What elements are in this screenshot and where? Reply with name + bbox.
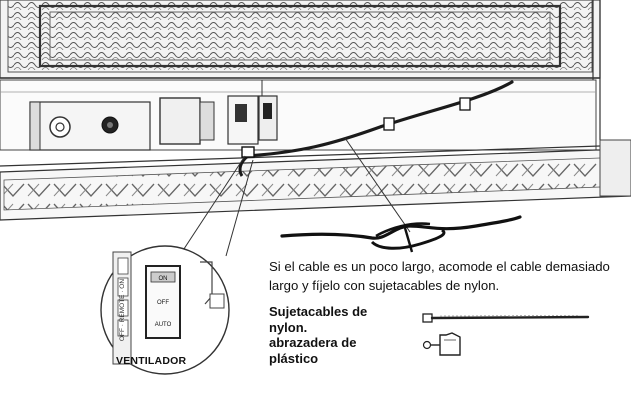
- cable-ties-label: Sujetacables de nylon.: [269, 304, 368, 335]
- knob-right-icon: [101, 116, 119, 134]
- fan-switch-callout: OFF · REMOTE · ON ON OFF AUTO: [100, 245, 230, 375]
- instruction-note: Si el cable es un poco largo, acomode el…: [269, 259, 610, 293]
- switch-off-label: OFF: [157, 300, 169, 306]
- cable-tie-icon: [422, 313, 590, 323]
- control-module: [159, 80, 278, 145]
- plastic-clamp-icon: [422, 332, 461, 356]
- plastic-clamp-label: abrazadera de plástico: [269, 335, 357, 366]
- parts-labels: Sujetacables de nylon. abrazadera de plá…: [269, 304, 399, 366]
- base-rail: [0, 139, 631, 221]
- grille-panel: [0, 0, 601, 140]
- callout-lines: [177, 155, 254, 259]
- fan-label: VENTILADOR: [116, 355, 187, 367]
- coiled-cable-icon: [280, 215, 522, 253]
- unit-body: [0, 79, 597, 151]
- switch-on-label: ON: [159, 276, 168, 282]
- switch-side-text: OFF · REMOTE · ON: [119, 279, 126, 341]
- power-cable: [238, 80, 514, 177]
- switch-auto-label: AUTO: [155, 322, 172, 328]
- knob-left-icon: [49, 116, 71, 138]
